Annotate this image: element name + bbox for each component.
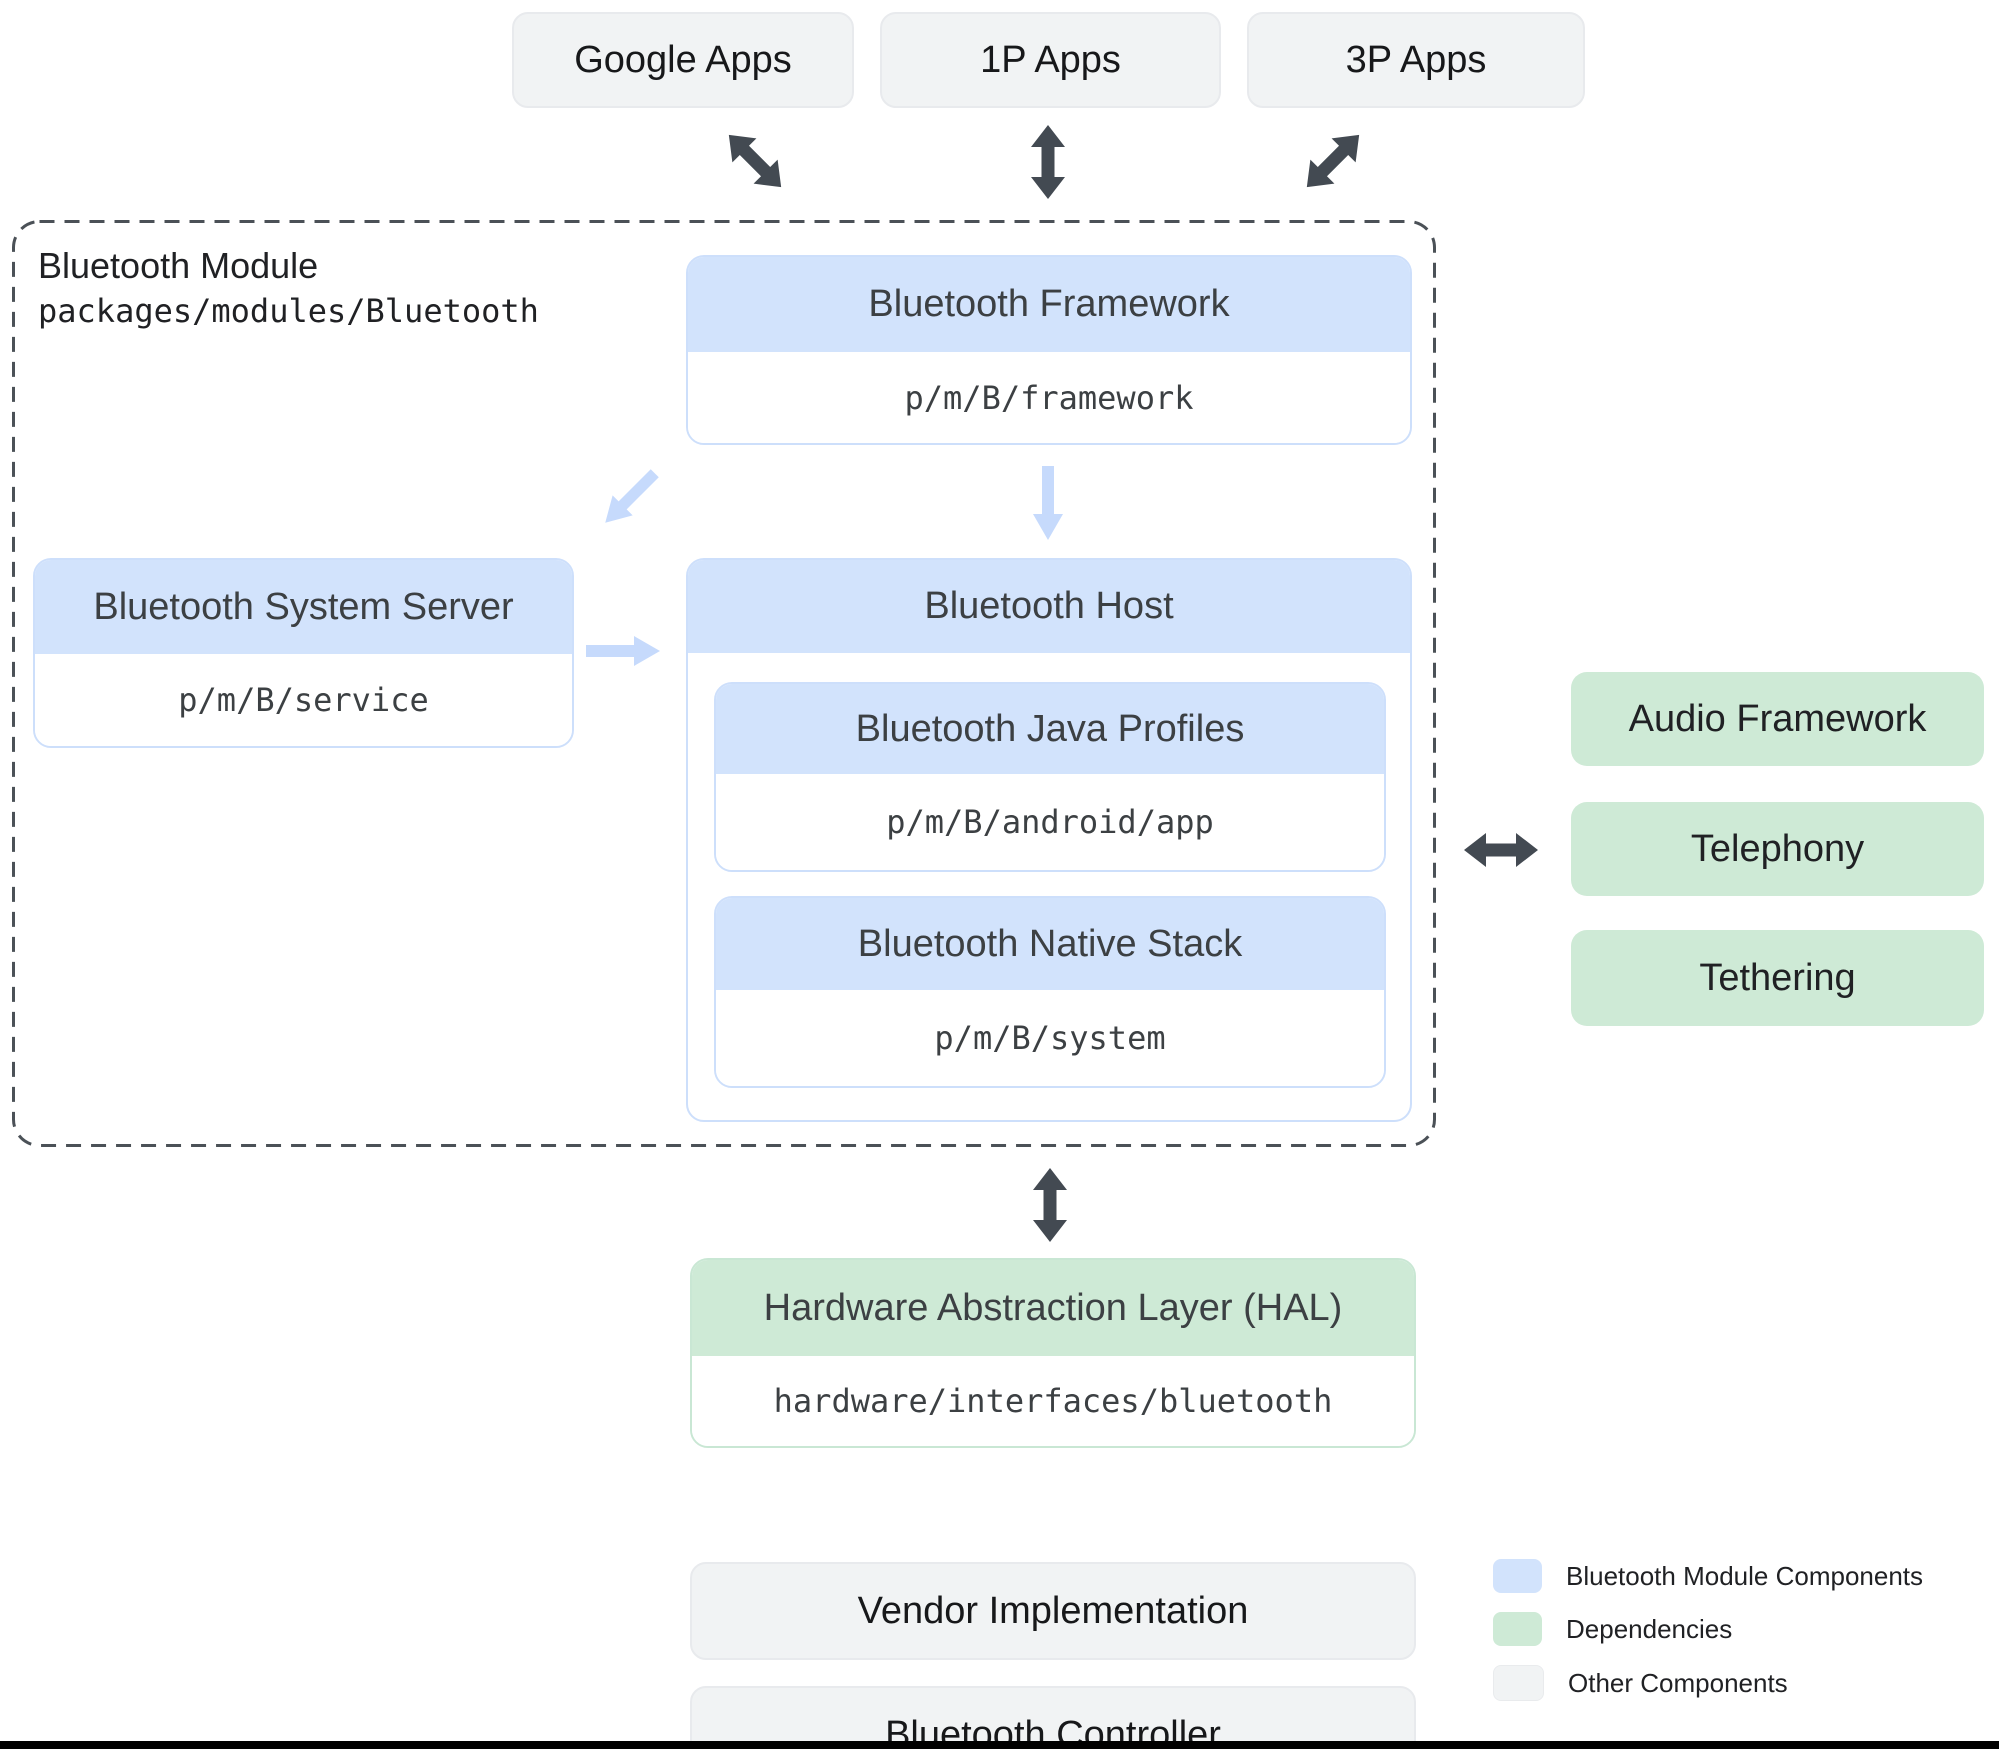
legend-label-module-components: Bluetooth Module Components <box>1566 1560 1924 1591</box>
third-party-apps-box: 3P Apps <box>1247 12 1585 108</box>
bluetooth-module-label: Bluetooth Module packages/modules/Blueto… <box>38 243 539 330</box>
first-party-apps-label: 1P Apps <box>980 38 1121 81</box>
bluetooth-system-server-title: Bluetooth System Server <box>35 560 572 654</box>
bluetooth-framework-box: Bluetooth Framework p/m/B/framework <box>686 255 1412 445</box>
vendor-implementation-box: Vendor Implementation <box>690 1562 1416 1660</box>
framework-to-system-server-arrow-icon <box>605 469 659 523</box>
bluetooth-controller-box: Bluetooth Controller <box>690 1686 1416 1749</box>
host-to-dependencies-arrow-icon <box>1464 833 1538 867</box>
legend-item-module-components: Bluetooth Module Components <box>1493 1559 1923 1593</box>
google-apps-arrow-icon <box>728 134 782 188</box>
bluetooth-system-server-path: p/m/B/service <box>35 654 572 746</box>
bluetooth-framework-path: p/m/B/framework <box>688 352 1410 443</box>
legend-item-dependencies: Dependencies <box>1493 1612 1732 1646</box>
dependency-tethering: Tethering <box>1571 930 1984 1026</box>
bluetooth-java-profiles-title: Bluetooth Java Profiles <box>716 684 1384 774</box>
bluetooth-module-boundary <box>12 220 1436 1147</box>
google-apps-box: Google Apps <box>512 12 854 108</box>
third-party-apps-label: 3P Apps <box>1345 38 1487 81</box>
bluetooth-module-title: Bluetooth Module <box>38 245 319 286</box>
legend-swatch-other-components <box>1493 1665 1544 1701</box>
bluetooth-system-server-box: Bluetooth System Server p/m/B/service <box>33 558 574 748</box>
first-party-apps-arrow-icon <box>1031 125 1065 199</box>
bluetooth-java-profiles-box: Bluetooth Java Profiles p/m/B/android/ap… <box>714 682 1386 872</box>
framework-to-host-arrow-icon <box>1033 466 1063 540</box>
legend-label-other-components: Other Components <box>1568 1667 1788 1698</box>
bluetooth-native-stack-path: p/m/B/system <box>716 990 1384 1086</box>
hal-path: hardware/interfaces/bluetooth <box>692 1356 1414 1446</box>
google-apps-label: Google Apps <box>574 38 792 81</box>
telephony-label: Telephony <box>1690 827 1865 870</box>
legend-item-other-components: Other Components <box>1493 1665 1788 1701</box>
bluetooth-host-title: Bluetooth Host <box>688 560 1410 653</box>
bottom-border-bar <box>0 1741 1999 1749</box>
bluetooth-module-path: packages/modules/Bluetooth <box>38 292 539 330</box>
dependency-telephony: Telephony <box>1571 802 1984 896</box>
bluetooth-java-profiles-path: p/m/B/android/app <box>716 774 1384 870</box>
first-party-apps-box: 1P Apps <box>880 12 1221 108</box>
hal-box: Hardware Abstraction Layer (HAL) hardwar… <box>690 1258 1416 1448</box>
legend-swatch-dependencies <box>1493 1612 1542 1646</box>
hal-title: Hardware Abstraction Layer (HAL) <box>692 1260 1414 1356</box>
bluetooth-native-stack-box: Bluetooth Native Stack p/m/B/system <box>714 896 1386 1088</box>
bluetooth-framework-title: Bluetooth Framework <box>688 257 1410 352</box>
vendor-implementation-label: Vendor Implementation <box>857 1589 1249 1632</box>
module-to-hal-arrow-icon <box>1033 1168 1067 1242</box>
legend-label-dependencies: Dependencies <box>1566 1613 1733 1644</box>
legend-swatch-module-components <box>1493 1559 1542 1593</box>
bluetooth-native-stack-title: Bluetooth Native Stack <box>716 898 1384 990</box>
third-party-apps-arrow-icon <box>1306 134 1360 188</box>
system-server-to-host-arrow-icon <box>586 636 660 666</box>
dependency-audio-framework: Audio Framework <box>1571 672 1984 766</box>
tethering-label: Tethering <box>1699 956 1856 999</box>
audio-framework-label: Audio Framework <box>1628 697 1927 740</box>
